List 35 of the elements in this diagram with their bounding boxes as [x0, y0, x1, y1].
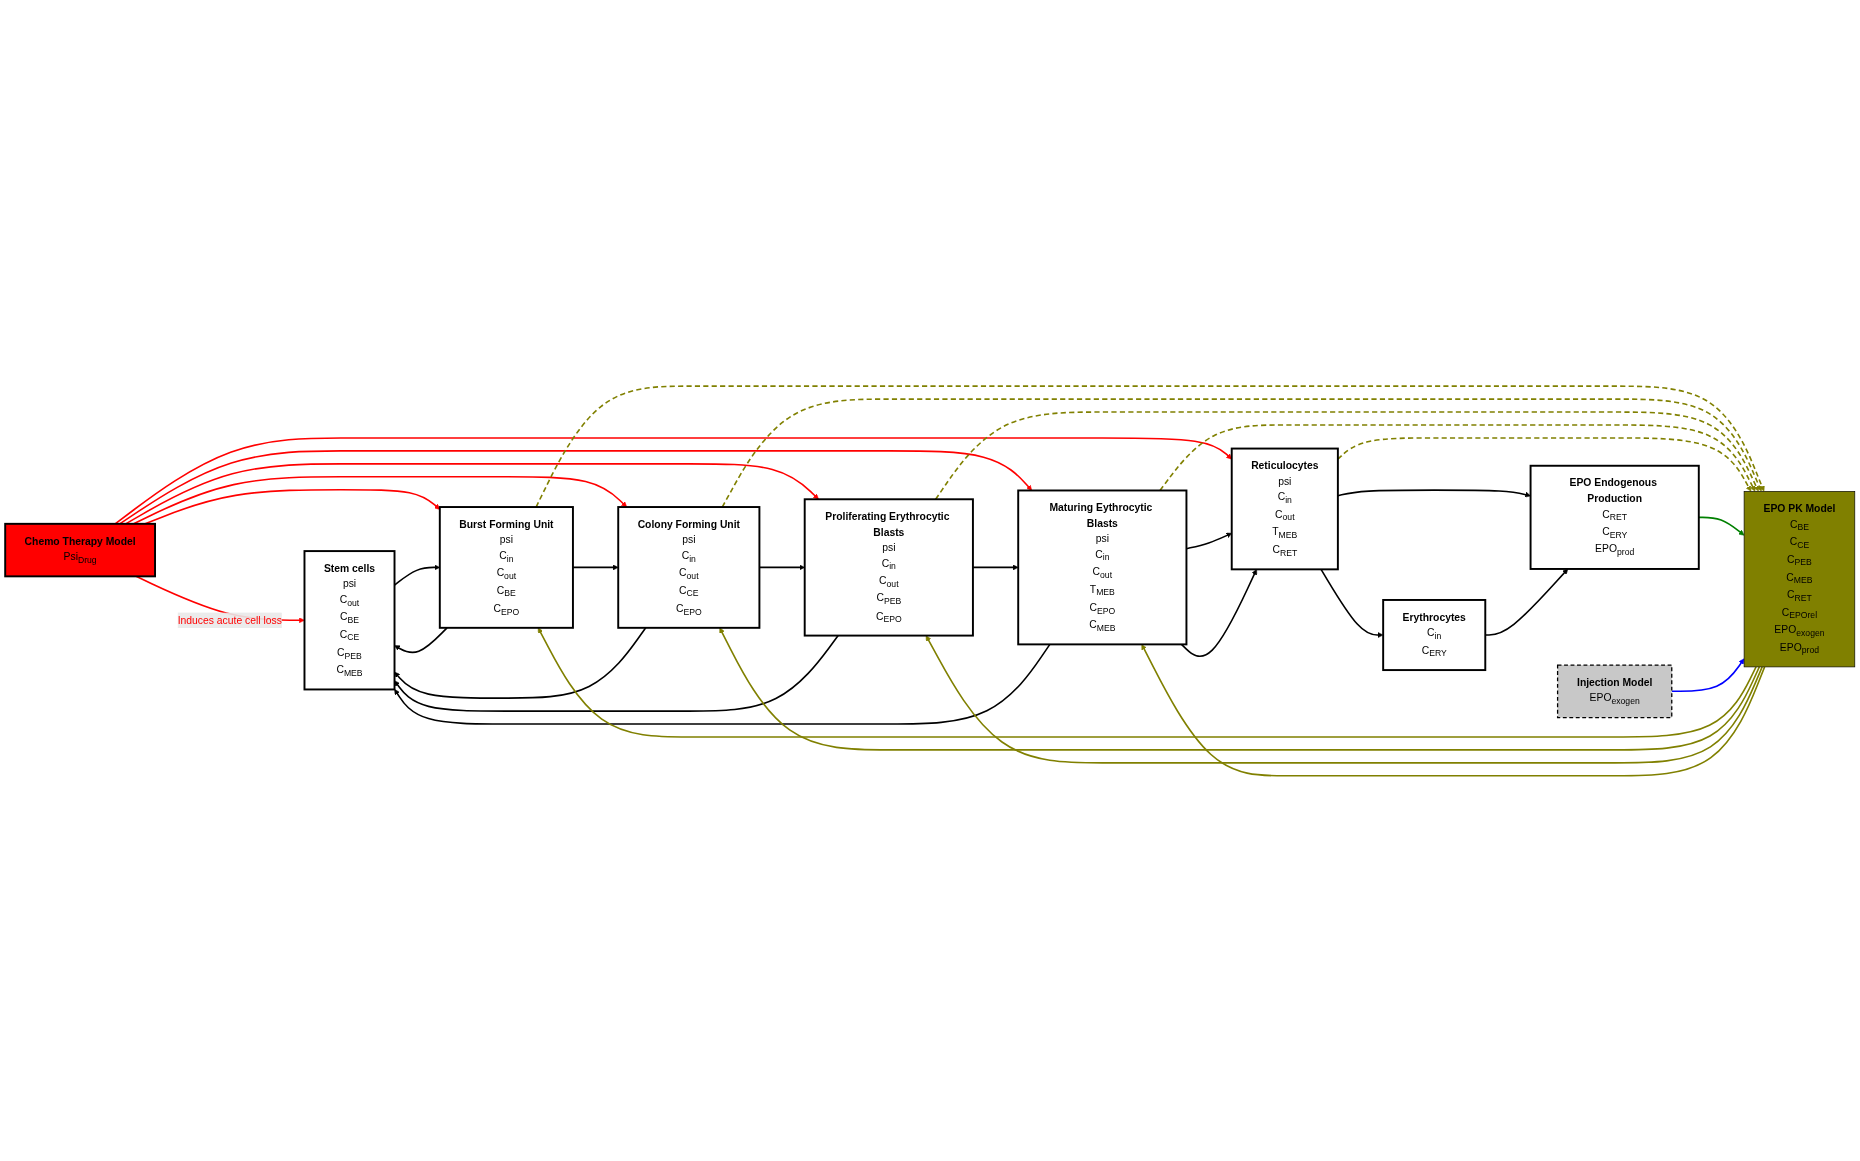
arrow [144, 488, 441, 525]
node-box: Colony Forming Unit psi C$_{in}$ C$_{out}$ C$_{CE}$ C$_{EPO}$ [617, 505, 761, 629]
arrow [118, 449, 1033, 525]
arrow [124, 462, 819, 525]
arrow [934, 410, 1759, 500]
edge-label: Induces acute cell loss [177, 613, 282, 625]
arrow [925, 634, 1763, 764]
arrow [114, 436, 1232, 525]
arrow [1698, 516, 1745, 536]
node-box: Reticulocytes psi C$_{in}$ C$_{out}$ T$_{MEB}$ C$_{RET}$ [1230, 447, 1339, 570]
arrow [394, 634, 839, 712]
node-box: Burst Forming Unit psi C$_{in}$ C$_{out}$ C$_{BE}$ C$_{EPO}$ [438, 505, 574, 629]
node-box: Proliferating Erythrocytic Blasts psi C$_{in}$ C$_{out}$ C$_{PEB}$ C$_{EPO}$ [803, 497, 974, 637]
arrow [1320, 568, 1384, 638]
arrow [1337, 436, 1752, 492]
arrow [394, 626, 647, 699]
node-box: Injection Model EPO$_{exogen}$ [1556, 663, 1673, 718]
arrow [1141, 643, 1766, 777]
arrow [535, 384, 1765, 508]
arrow [972, 564, 1019, 570]
arrow [132, 475, 627, 525]
arrow [1180, 568, 1258, 657]
arrow [1159, 423, 1756, 492]
node-box: EPO Endogenous Production C$_{RET}$ C$_{ERY}$ EPO$_{prod}$ [1529, 464, 1700, 570]
node-box: Erythrocytes C$_{in}$ C$_{ERY}$ [1382, 598, 1487, 671]
arrow [719, 627, 1761, 751]
node-box: Chemo Therapy Model Psi$_{Drug}$ [4, 522, 156, 577]
arrow [1337, 488, 1531, 497]
arrow [394, 643, 1051, 725]
arrow [394, 626, 448, 653]
arrow [572, 564, 619, 570]
node-box: Stem cells psi C$_{out}$ C$_{BE}$ C$_{CE}$ C$_{PEB}$ C$_{MEB}$ [303, 549, 396, 690]
arrow [537, 627, 1757, 738]
node-box: Maturing Eythrocytic Blasts psi C$_{in}$ C$_{out}$ T$_{MEB}$ C$_{EPO}$ C$_{MEB}$ [1017, 489, 1188, 645]
arrow [721, 397, 1762, 508]
